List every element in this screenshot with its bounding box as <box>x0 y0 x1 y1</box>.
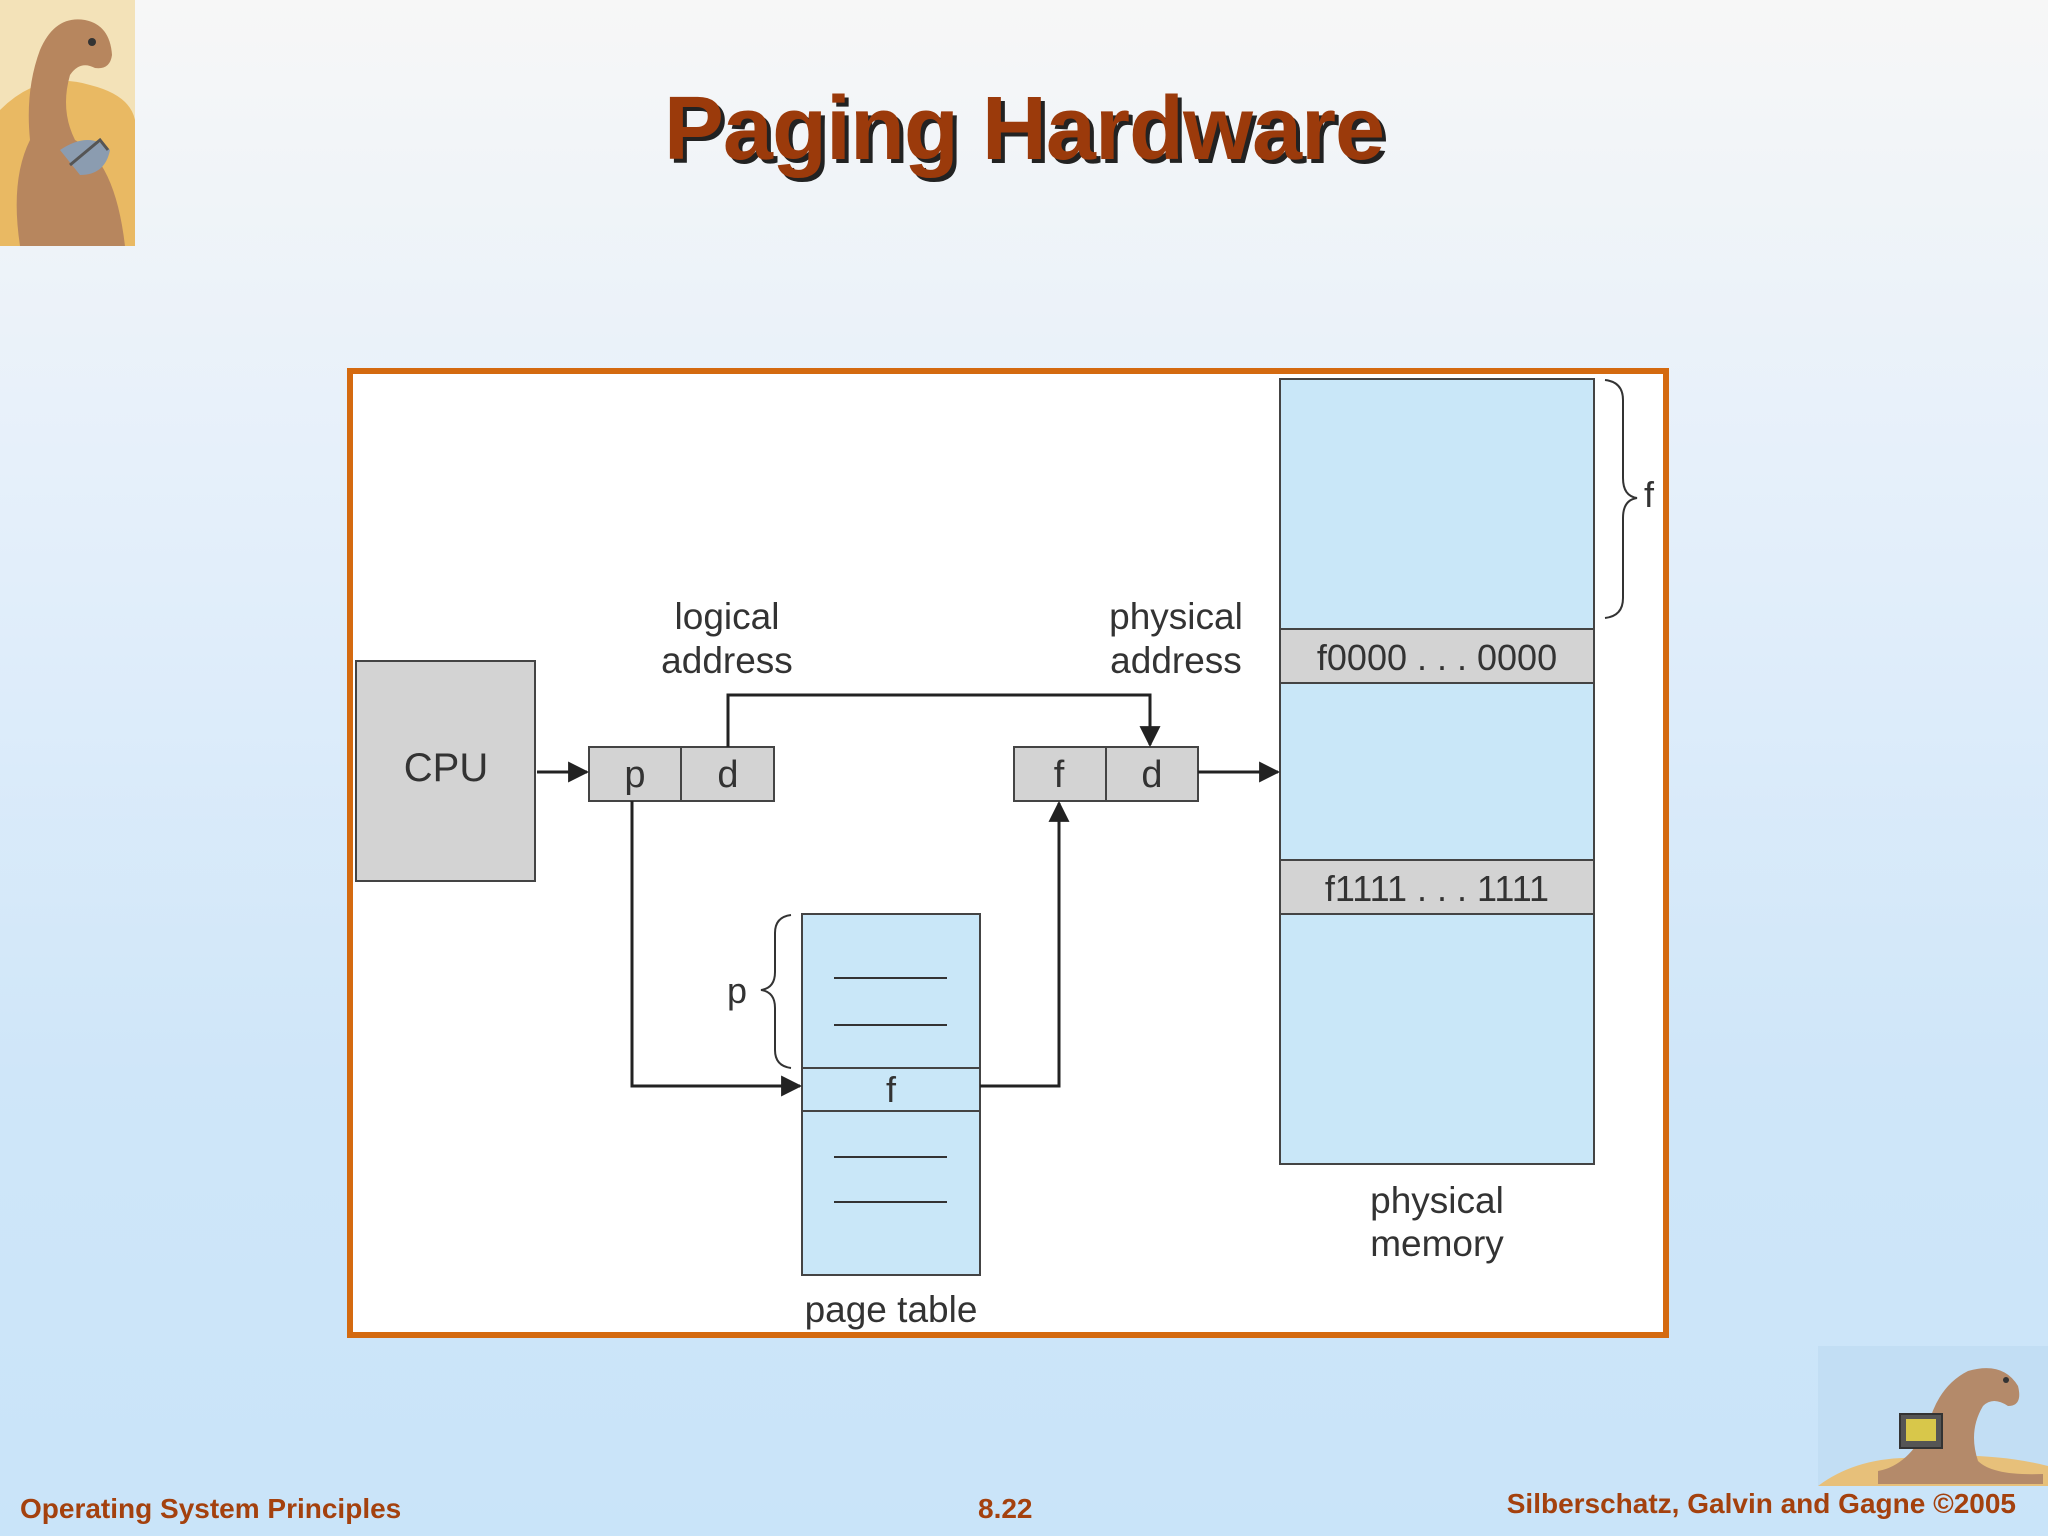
footer-course-title: Operating System Principles <box>20 1493 402 1524</box>
connector-arrows <box>537 693 1281 1097</box>
page-table <box>801 913 981 1276</box>
footer-copyright: Silberschatz, Galvin and Gagne ©2005 <box>1506 1488 2016 1519</box>
logical-address-label-line2: address <box>661 640 793 681</box>
paging-hardware-diagram: CPU p d logical address f d physical add… <box>347 368 1670 1340</box>
physical-memory <box>1279 378 1595 1165</box>
logical-p-label: p <box>624 754 645 796</box>
frame-end-address: f1111 . . . 1111 <box>1325 868 1549 909</box>
physical-address-register <box>1013 746 1199 802</box>
page-table-label: page table <box>805 1289 978 1330</box>
dinosaur-logo-top-left <box>0 0 135 246</box>
arrow-d-to-physical-d <box>726 693 1161 748</box>
memory-frame-brace <box>1604 379 1638 619</box>
physical-memory-label-line2: memory <box>1370 1223 1504 1264</box>
footer-slide-number: 8.22 <box>978 1493 1033 1524</box>
physical-f-label: f <box>1054 754 1065 796</box>
diagram-canvas: CPU p d logical address f d physical add… <box>347 368 1669 1338</box>
physical-d-label: d <box>1141 754 1162 796</box>
frame-start-address: f0000 . . . 0000 <box>1317 637 1557 678</box>
physical-address-label-line2: address <box>1110 640 1242 681</box>
page-table-entry-f: f <box>886 1069 897 1110</box>
logical-address-register <box>588 746 775 802</box>
physical-memory-label-line1: physical <box>1370 1180 1504 1221</box>
arrow-page-table-to-f <box>980 800 1070 1088</box>
physical-address-label-line1: physical <box>1109 596 1243 637</box>
arrow-p-to-page-table <box>630 801 803 1097</box>
dinosaur-logo-bottom-right <box>1818 1346 2048 1486</box>
slide-title: Paging Hardware <box>663 79 1385 179</box>
page-table-brace-label: p <box>727 970 747 1011</box>
cpu-box <box>355 660 536 882</box>
logical-d-label: d <box>717 754 738 796</box>
memory-frame-brace-label: f <box>1644 474 1655 515</box>
page-table-brace <box>760 914 792 1069</box>
logical-address-label-line1: logical <box>675 596 780 637</box>
cpu-label: CPU <box>404 746 488 790</box>
